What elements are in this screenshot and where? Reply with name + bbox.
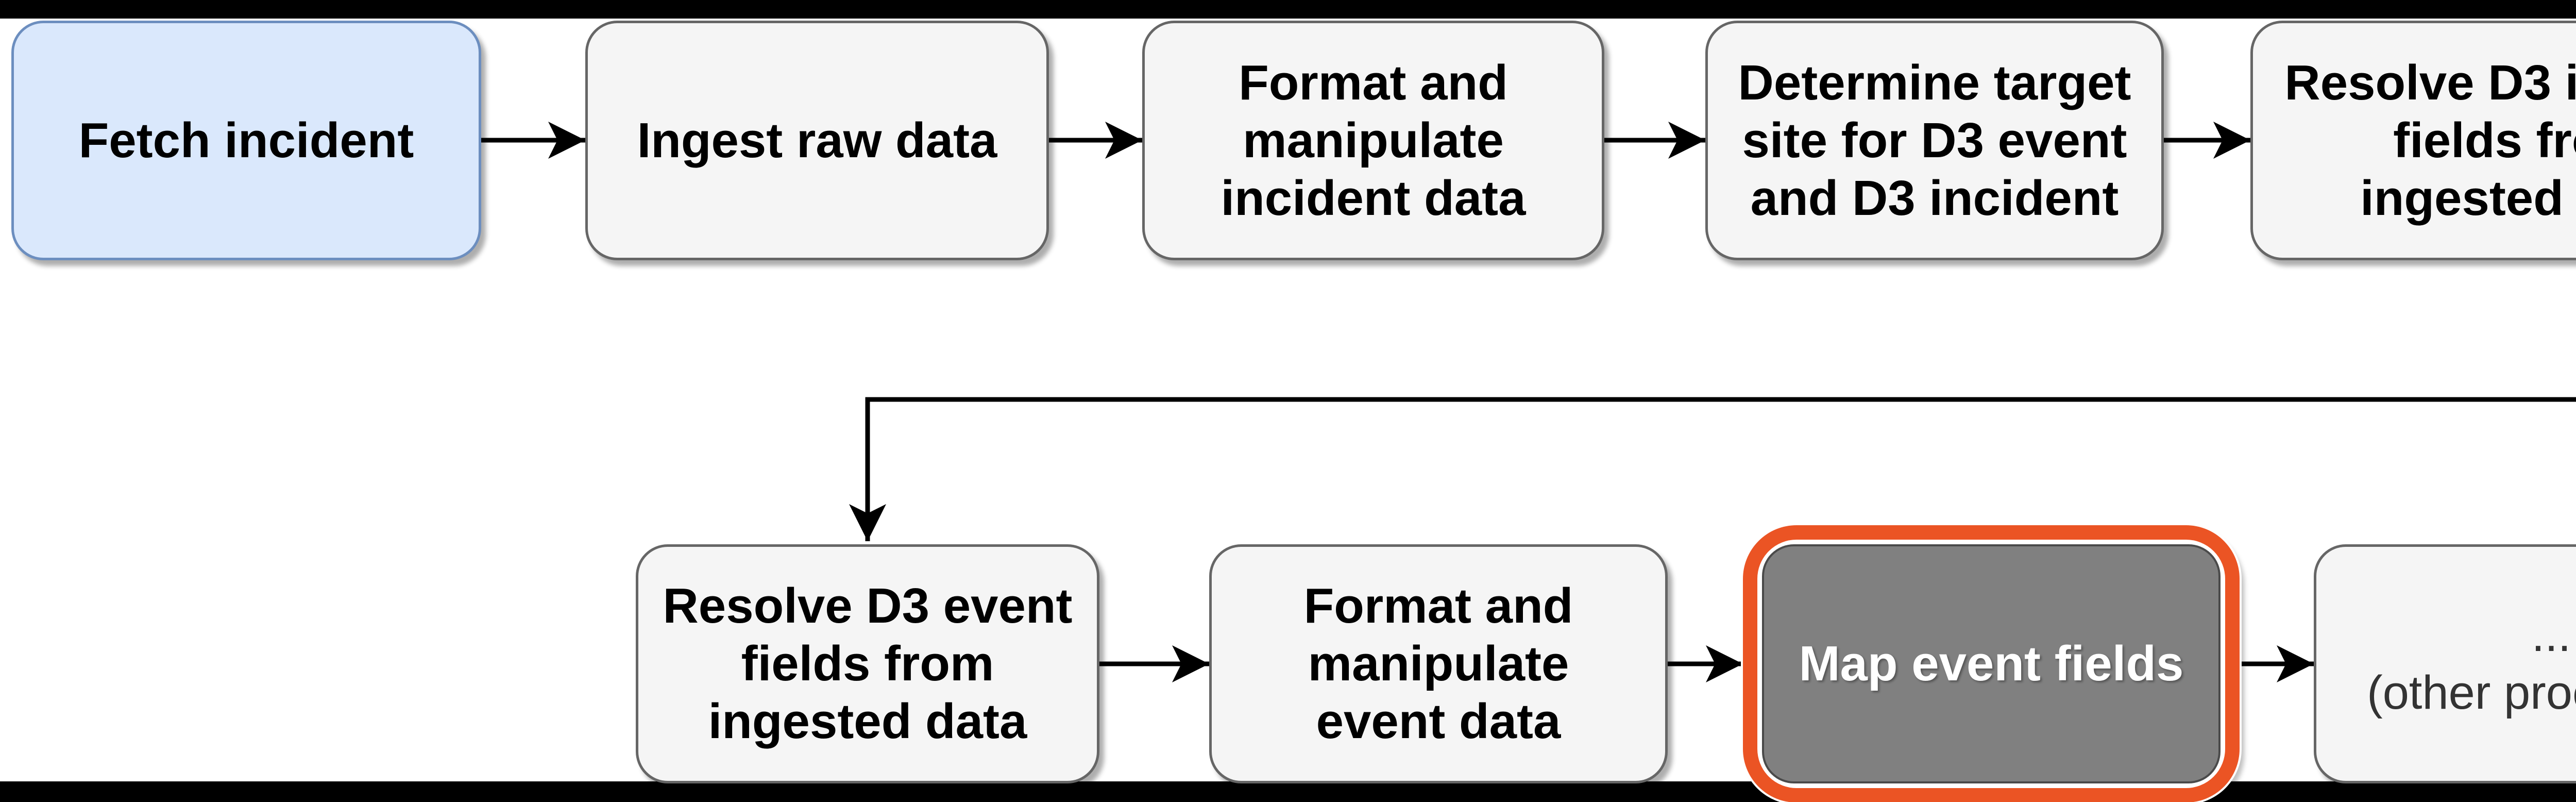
node-format-event-data: Format and manipulate event data bbox=[1209, 544, 1668, 783]
arrow-create-incident-to-resolve-event bbox=[849, 397, 2576, 541]
node-label: Format and manipulate incident data bbox=[1221, 55, 1526, 226]
node-label: Map event fields bbox=[1799, 636, 2184, 691]
node-resolve-incident-fields: Resolve D3 incident fields from ingested… bbox=[2250, 21, 2576, 260]
node-other-processes: ... (other processes) bbox=[2314, 544, 2576, 783]
node-label: Resolve D3 incident fields from ingested… bbox=[2284, 55, 2576, 226]
node-determine-target-site: Determine target site for D3 event and D… bbox=[1705, 21, 2164, 260]
highlight-ring-map-event-fields: Map event fields bbox=[1743, 525, 2240, 802]
node-map-event-fields: Map event fields bbox=[1762, 544, 2221, 783]
node-label: Format and manipulate event data bbox=[1303, 578, 1573, 749]
node-label: Determine target site for D3 event and D… bbox=[1738, 55, 2131, 226]
top-letterbox-bar bbox=[0, 0, 2576, 19]
node-resolve-event-fields: Resolve D3 event fields from ingested da… bbox=[636, 544, 1099, 783]
node-label: Fetch incident bbox=[78, 112, 414, 168]
node-label: Resolve D3 event fields from ingested da… bbox=[663, 578, 1073, 749]
node-label: Ingest raw data bbox=[637, 112, 997, 168]
node-ingest-raw-data: Ingest raw data bbox=[585, 21, 1049, 260]
node-fetch-incident: Fetch incident bbox=[11, 21, 481, 260]
node-label: ... (other processes) bbox=[2367, 609, 2576, 719]
node-format-incident-data: Format and manipulate incident data bbox=[1142, 21, 1604, 260]
